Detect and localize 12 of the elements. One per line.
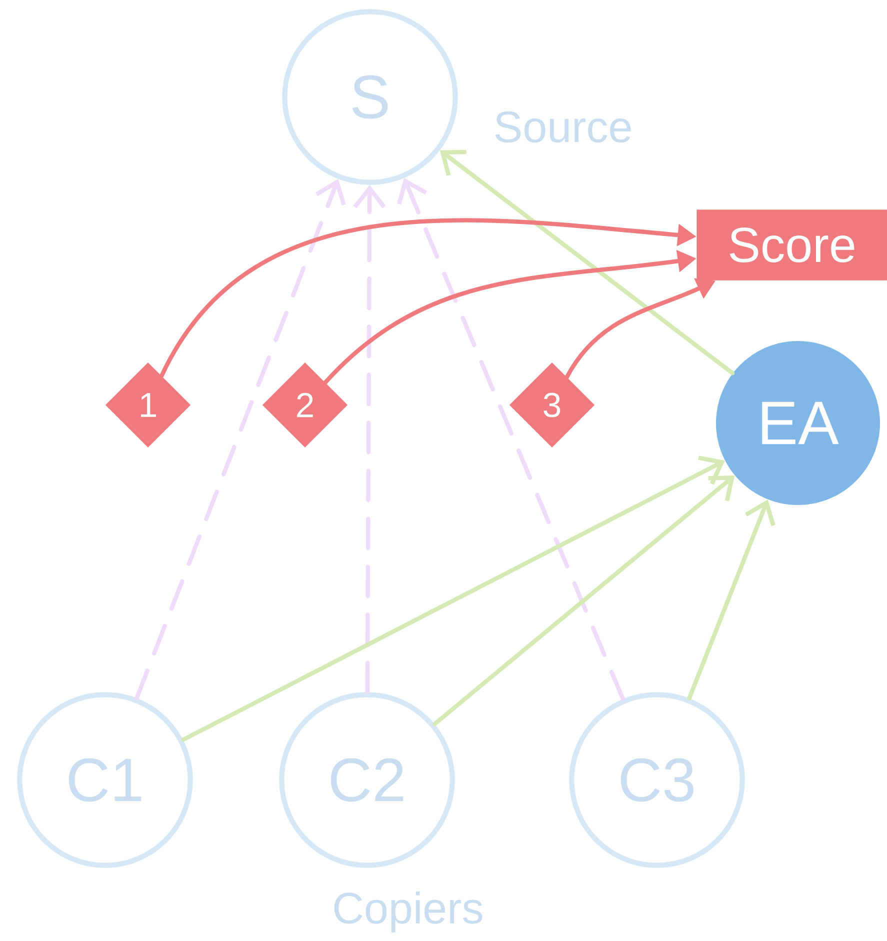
circle-node: EA [716,341,880,505]
arrow [353,184,386,694]
score-box: Score [696,210,887,280]
diamond-node: 2 [262,362,348,448]
diamond-node: 1 [105,362,191,448]
arrow [440,150,735,376]
arrow [432,475,735,726]
arrow [180,456,725,742]
diamond-node: 3 [509,362,595,448]
arrow [397,178,626,702]
arrow [687,500,776,700]
arrow [134,178,346,700]
